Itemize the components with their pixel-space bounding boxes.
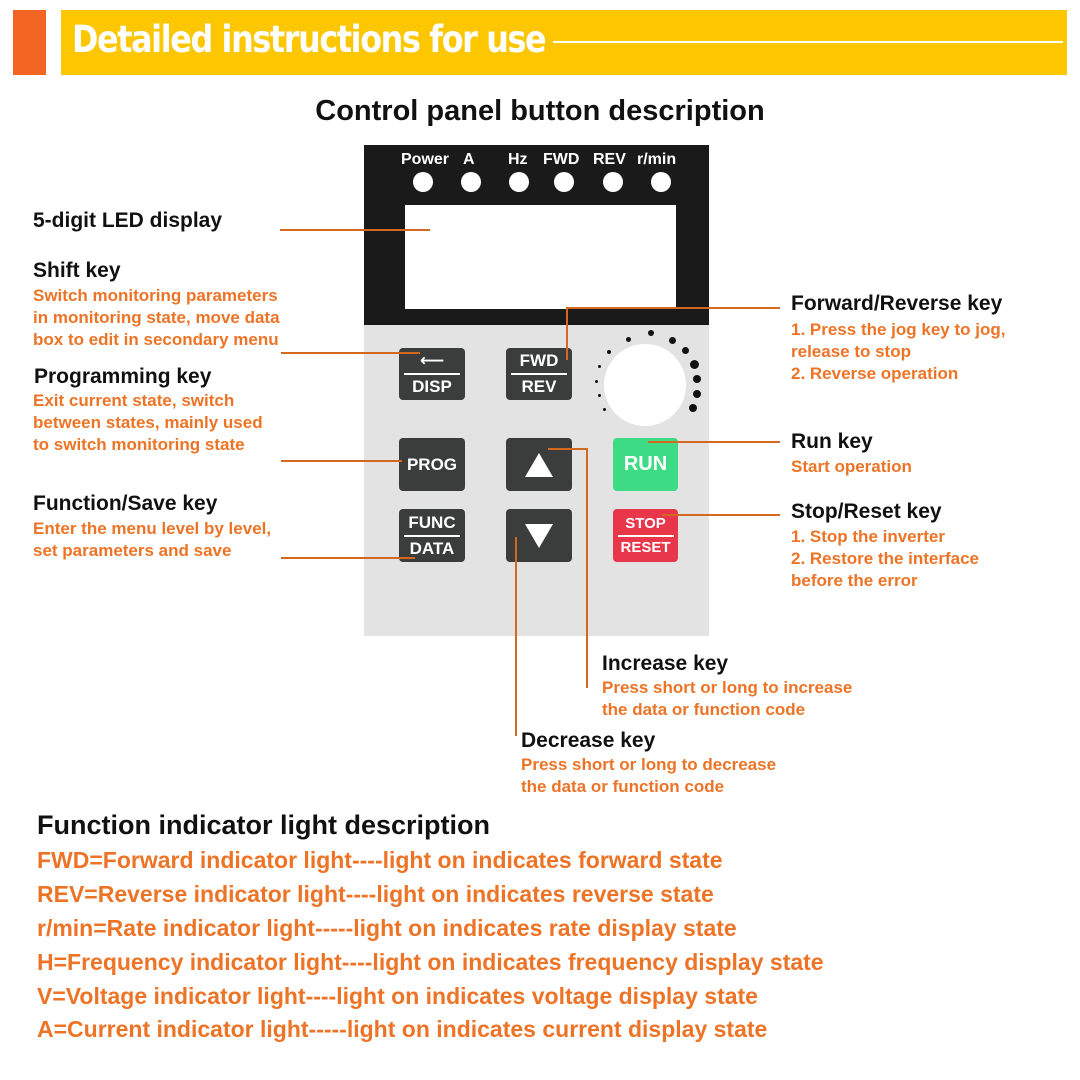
run-key[interactable]: RUN — [613, 438, 678, 491]
increase-key[interactable] — [506, 438, 572, 491]
reset-key-label: RESET — [620, 538, 671, 556]
label-run-title: Run key — [791, 430, 873, 453]
prog-key[interactable]: PROG — [399, 438, 465, 491]
knob-scale-dot — [607, 350, 611, 354]
label-fwdrev-title: Forward/Reverse key — [791, 292, 1003, 315]
knob-scale-dot — [682, 347, 689, 354]
label-fwdrev-line: 2. Reverse operation — [791, 364, 959, 383]
indicator-label-hz: Hz — [508, 151, 528, 168]
triangle-down-icon — [525, 523, 553, 548]
label-increase-line: the data or function code — [602, 700, 806, 719]
indicator-desc-rev: REV=Reverse indicator light----light on … — [37, 881, 714, 907]
label-run-line: Start operation — [791, 457, 912, 476]
label-stop-line: 2. Restore the interface — [791, 549, 980, 568]
label-increase-desc: Press short or long to increase the data… — [602, 677, 852, 721]
indicator-light-rmin — [651, 172, 671, 192]
label-increase-line: Press short or long to increase — [602, 678, 853, 697]
run-key-label: RUN — [623, 453, 668, 475]
triangle-up-icon — [525, 452, 553, 477]
label-shift-desc: Switch monitoring parameters in monitori… — [33, 285, 280, 351]
knob-scale-dot — [689, 404, 697, 412]
disp-key-label: DISP — [412, 377, 452, 396]
shift-arrow-icon: ⟵ — [419, 351, 445, 370]
label-fwdrev-desc: 1. Press the jog key to jog, release to … — [791, 319, 1005, 385]
shift-disp-key[interactable]: ⟵ DISP — [399, 348, 465, 400]
decrease-key[interactable] — [506, 509, 572, 562]
indicator-desc-a: A=Current indicator light-----light on i… — [37, 1016, 768, 1042]
indicator-light-power — [413, 172, 433, 192]
knob-scale-dot — [693, 390, 701, 398]
label-decrease-desc: Press short or long to decrease the data… — [521, 754, 776, 798]
label-stop-title: Stop/Reset key — [791, 500, 942, 523]
label-func-line: set parameters and save — [33, 541, 232, 560]
label-stop-desc: 1. Stop the inverter 2. Restore the inte… — [791, 526, 979, 592]
knob-scale-dot — [690, 360, 699, 369]
knob-scale-dot — [603, 408, 606, 411]
knob-scale-dot — [669, 337, 676, 344]
led-display — [405, 205, 676, 309]
indicator-light-fwd — [554, 172, 574, 192]
indicator-label-fwd: FWD — [543, 151, 580, 168]
indicator-light-a — [461, 172, 481, 192]
label-func-desc: Enter the menu level by level, set param… — [33, 518, 271, 562]
header-title: Detailed instructions for use — [72, 18, 547, 61]
key-divider — [404, 534, 460, 537]
indicator-label-rmin: r/min — [637, 151, 677, 168]
knob-scale-dot — [648, 330, 654, 336]
indicator-desc-rmin: r/min=Rate indicator light-----light on … — [37, 915, 737, 941]
stop-reset-key[interactable]: STOP RESET — [613, 509, 678, 562]
indicator-label-a: A — [463, 151, 475, 168]
indicator-label-power: Power — [401, 151, 450, 168]
label-run-desc: Start operation — [791, 456, 912, 478]
label-prog-line: to switch monitoring state — [33, 435, 245, 454]
fwd-key-label: FWD — [519, 351, 559, 370]
label-prog-title: Programming key — [34, 365, 212, 388]
label-decrease-line: Press short or long to decrease — [521, 755, 777, 774]
label-decrease-line: the data or function code — [521, 777, 725, 796]
indicator-desc-fwd: FWD=Forward indicator light----light on … — [37, 847, 723, 873]
potentiometer-knob[interactable] — [604, 344, 686, 426]
label-stop-line: 1. Stop the inverter — [791, 527, 945, 546]
label-prog-line: Exit current state, switch — [33, 391, 235, 410]
label-shift-line: box to edit in secondary menu — [33, 330, 279, 349]
stop-key-label: STOP — [625, 514, 666, 532]
knob-scale-dot — [598, 394, 601, 397]
key-divider — [511, 373, 567, 375]
func-data-key[interactable]: FUNC DATA — [399, 509, 465, 562]
label-fwdrev-line: 1. Press the jog key to jog, — [791, 320, 1006, 339]
knob-scale-dot — [595, 380, 598, 383]
label-prog-line: between states, mainly used — [33, 413, 263, 432]
indicator-label-rev: REV — [593, 151, 626, 168]
label-stop-line: before the error — [791, 571, 918, 590]
key-divider — [617, 534, 674, 537]
rev-key-label: REV — [521, 377, 557, 396]
label-prog-desc: Exit current state, switch between state… — [33, 390, 263, 456]
key-divider — [404, 373, 460, 375]
indicator-desc-v: V=Voltage indicator light----light on in… — [37, 983, 758, 1009]
section-title-indicators: Function indicator light description — [37, 810, 490, 840]
label-led-title: 5-digit LED display — [33, 209, 223, 232]
indicator-light-rev — [603, 172, 623, 192]
label-shift-title: Shift key — [33, 259, 121, 282]
section-title-panel: Control panel button description — [315, 95, 765, 127]
label-func-line: Enter the menu level by level, — [33, 519, 272, 538]
label-fwdrev-line: release to stop — [791, 342, 911, 361]
label-shift-line: in monitoring state, move data — [33, 308, 280, 327]
header-divider — [553, 41, 1063, 43]
knob-scale-dot — [626, 337, 631, 342]
func-key-label: FUNC — [408, 512, 456, 532]
prog-key-label: PROG — [406, 454, 458, 474]
knob-scale-dot — [693, 375, 701, 383]
indicator-light-hz — [509, 172, 529, 192]
label-decrease-title: Decrease key — [521, 729, 656, 752]
data-key-label: DATA — [409, 538, 455, 558]
label-increase-title: Increase key — [602, 652, 729, 675]
label-shift-line: Switch monitoring parameters — [33, 286, 278, 305]
knob-scale-dot — [598, 365, 601, 368]
indicator-desc-h: H=Frequency indicator light----light on … — [37, 949, 824, 975]
fwd-rev-key[interactable]: FWD REV — [506, 348, 572, 400]
header-accent-block — [13, 10, 46, 75]
label-func-title: Function/Save key — [33, 492, 218, 515]
